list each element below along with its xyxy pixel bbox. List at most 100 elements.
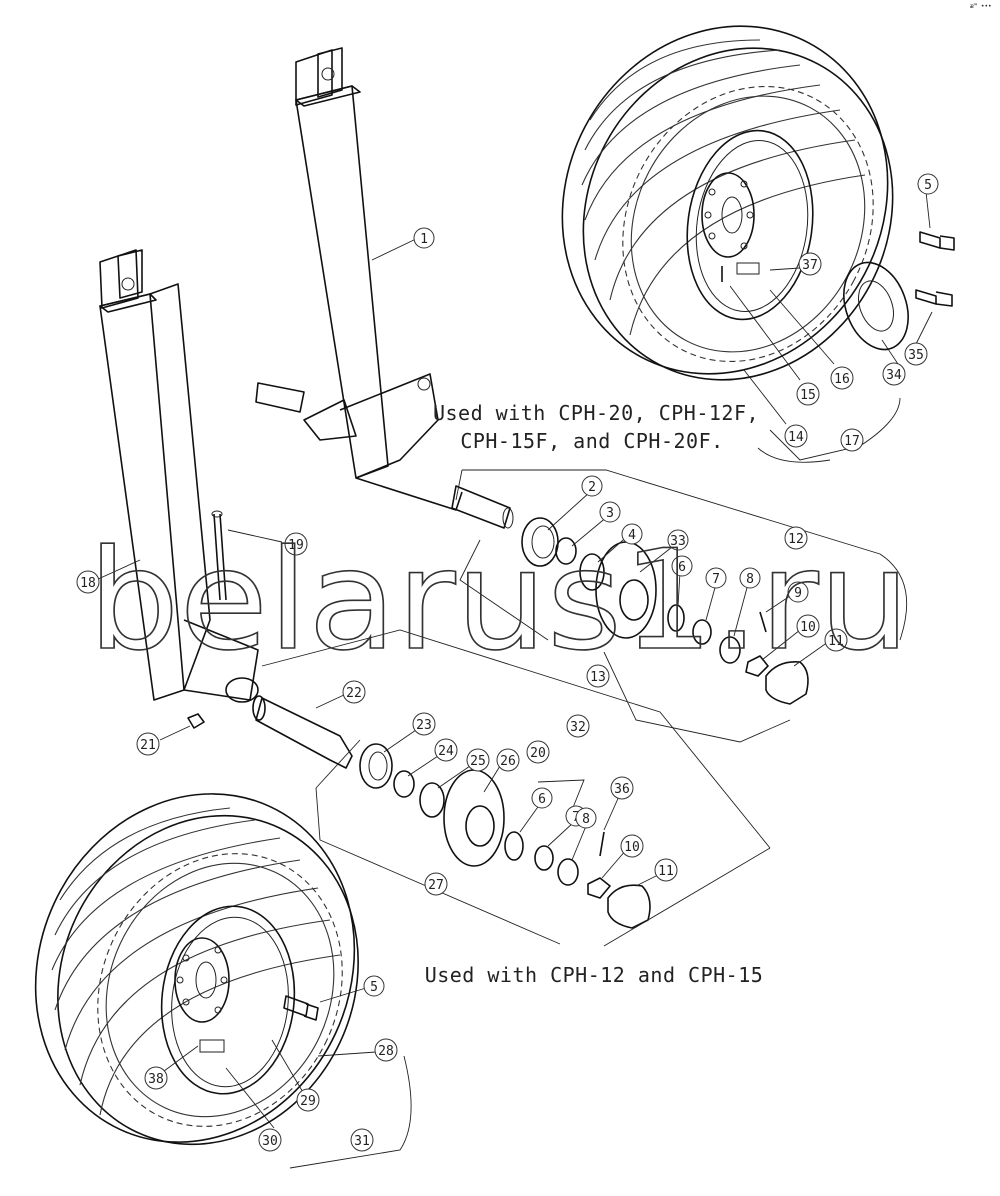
svg-text:36: 36 (614, 782, 630, 797)
callout-6-lower: 6 (531, 787, 553, 809)
callout-3: 3 (599, 501, 621, 523)
upper-decal (736, 262, 760, 275)
svg-text:7: 7 (712, 572, 720, 587)
svg-text:10: 10 (800, 620, 816, 635)
svg-text:38: 38 (148, 1072, 164, 1087)
cup-6 (667, 604, 685, 632)
svg-text:11: 11 (828, 634, 844, 649)
svg-text:15: 15 (800, 388, 816, 403)
callout-12: 12 (784, 526, 808, 550)
svg-text:8: 8 (746, 572, 754, 587)
callout-25: 25 (466, 748, 490, 772)
bearing-7-lower (534, 845, 554, 871)
callout-21: 21 (136, 732, 160, 756)
grouping-outlines (261, 397, 908, 1169)
callout-8-upper: 8 (739, 567, 761, 589)
cap-11 (765, 660, 809, 705)
svg-text:23: 23 (416, 718, 432, 733)
callout-22: 22 (342, 680, 366, 704)
callout-11-lower: 11 (654, 858, 678, 882)
callout-17: 17 (840, 428, 864, 452)
upper-bolt-lower (915, 289, 953, 307)
svg-text:17: 17 (844, 434, 860, 449)
svg-text:22: 22 (346, 686, 362, 701)
svg-text:28: 28 (378, 1044, 394, 1059)
callout-29: 29 (296, 1088, 320, 1112)
notes: Used with CPH-20, CPH-12F, CPH-15F, and … (425, 401, 764, 987)
right-arm-weldment (295, 47, 463, 511)
callouts: 1 2 3 4 33 12 6 7 8 9 10 11 13 5 37 16 1… (76, 173, 939, 1152)
callout-14: 14 (784, 424, 808, 448)
callout-37: 37 (798, 252, 822, 276)
svg-text:16: 16 (834, 372, 850, 387)
nut-10 (745, 655, 769, 677)
callout-19: 19 (284, 532, 308, 556)
svg-text:12: 12 (788, 532, 804, 547)
svg-text:10: 10 (624, 840, 640, 855)
cotter-9 (759, 611, 767, 633)
svg-text:26: 26 (500, 754, 516, 769)
callout-18: 18 (76, 570, 100, 594)
callout-16: 16 (830, 366, 854, 390)
callout-2: 2 (581, 475, 603, 497)
cup-4 (579, 553, 605, 591)
bearing-24 (393, 770, 415, 798)
svg-text:19: 19 (288, 538, 304, 553)
bearing-7 (692, 619, 712, 645)
svg-text:37: 37 (802, 258, 818, 273)
lower-usage-note: Used with CPH-12 and CPH-15 (425, 963, 764, 987)
upper-usage-note-line-1: Used with CPH-20, CPH-12F, (433, 401, 759, 425)
callout-38: 38 (144, 1066, 168, 1090)
right-spindle (255, 382, 514, 529)
upper-hub-parts (521, 517, 809, 705)
left-nut (187, 713, 205, 729)
cap-11-lower (607, 884, 651, 929)
hub-cap-plate (843, 261, 909, 351)
svg-text:35: 35 (908, 348, 924, 363)
callout-9: 9 (787, 581, 809, 603)
svg-text:14: 14 (788, 430, 804, 445)
callout-33: 33 (667, 529, 689, 551)
callout-8-lower-label: 8 (575, 807, 597, 829)
svg-text:18: 18 (80, 576, 96, 591)
upper-usage-note-line-2: CPH-15F, and CPH-20F. (460, 429, 723, 453)
callout-11-upper: 11 (824, 628, 848, 652)
svg-text:9: 9 (794, 586, 802, 601)
callout-31: 31 (350, 1128, 374, 1152)
lower-rim (160, 905, 296, 1095)
lower-tire (34, 793, 359, 1146)
callout-1: 1 (413, 227, 435, 249)
watermark: belarus1.ru (88, 520, 910, 681)
upper-wheel-assembly (561, 25, 894, 381)
svg-text:21: 21 (140, 738, 156, 753)
callout-34: 34 (882, 362, 906, 386)
left-pin (211, 510, 227, 601)
seal-23 (359, 743, 393, 789)
corner-mark: æ™ ••• (970, 3, 992, 10)
lower-wheel-assembly (34, 793, 359, 1146)
svg-text:24: 24 (438, 744, 454, 759)
upper-bolt (919, 231, 955, 251)
nut-10-lower (587, 877, 611, 899)
callout-32: 32 (566, 714, 590, 738)
svg-text:11: 11 (658, 864, 674, 879)
callout-20: 20 (526, 740, 550, 764)
callout-23: 23 (412, 712, 436, 736)
cotter-36 (599, 831, 605, 857)
svg-text:8: 8 (582, 812, 590, 827)
callout-6-upper: 6 (671, 555, 693, 577)
svg-text:1: 1 (420, 232, 428, 247)
callout-26: 26 (496, 748, 520, 772)
callout-35: 35 (904, 342, 928, 366)
svg-text:34: 34 (886, 368, 902, 383)
callout-24: 24 (434, 738, 458, 762)
callout-13: 13 (586, 664, 610, 688)
svg-text:31: 31 (354, 1134, 370, 1149)
svg-text:20: 20 (530, 746, 546, 761)
callout-36: 36 (610, 776, 634, 800)
svg-text:33: 33 (670, 534, 686, 549)
upper-rim (686, 129, 814, 321)
svg-text:6: 6 (678, 560, 686, 575)
callout-4: 4 (621, 523, 643, 545)
